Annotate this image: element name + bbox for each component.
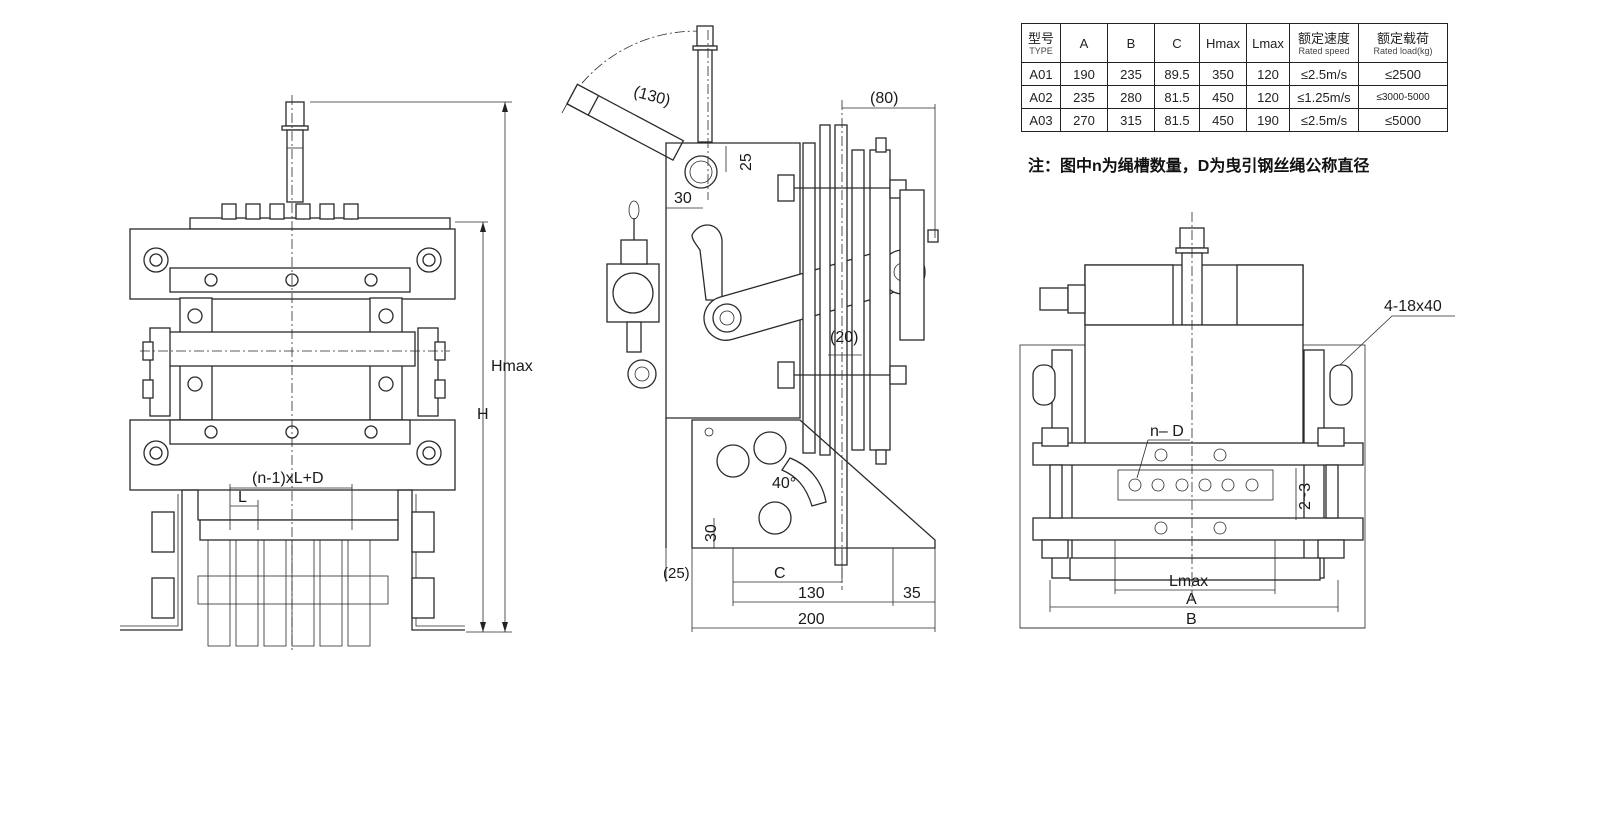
header-b: B (1107, 23, 1155, 63)
table-cell: 120 (1246, 85, 1290, 109)
table-cell: A03 (1021, 108, 1061, 132)
table-cell: 190 (1060, 62, 1108, 86)
dim-25-paren: (25) (663, 565, 690, 582)
table-cell: 350 (1199, 62, 1247, 86)
l-label: L (238, 489, 247, 506)
table-cell: 81.5 (1154, 85, 1200, 109)
table-cell: ≤2.5m/s (1289, 108, 1359, 132)
table-cell: 270 (1060, 108, 1108, 132)
dim-30-low: 30 (703, 524, 720, 542)
dim-30-top: 30 (674, 190, 692, 207)
table-cell: 235 (1107, 62, 1155, 86)
dim-130: 130 (798, 585, 825, 602)
holes-label: 4-18x40 (1384, 298, 1442, 315)
gap-label: 2~3 (1297, 483, 1314, 510)
table-row: A02 235 280 81.5 450 120 ≤1.25m/s ≤3000-… (1021, 85, 1448, 109)
table-cell: 450 (1199, 108, 1247, 132)
hmax-label: Hmax (491, 358, 533, 375)
front-view: Hmax H (n-1)xL+D L (120, 95, 533, 650)
header-c: C (1154, 23, 1200, 63)
header-lmax: Lmax (1246, 23, 1290, 63)
n-d-label: n– D (1150, 423, 1184, 440)
table-cell: ≤3000-5000 (1358, 85, 1448, 109)
table-cell: 280 (1107, 85, 1155, 109)
plan-view: 4-18x40 n– D 2~3 Lmax A B (1019, 212, 1455, 629)
table-cell: ≤5000 (1358, 108, 1448, 132)
dim-200: 200 (798, 611, 825, 628)
dim-130-paren: (130) (632, 84, 672, 110)
header-a: A (1060, 23, 1108, 63)
dim-25: 25 (738, 153, 755, 171)
lmax-label: Lmax (1169, 573, 1208, 590)
note-text: 注：图中n为绳槽数量，D为曳引钢丝绳公称直径 (1028, 158, 1370, 175)
pitch-formula-label: (n-1)xL+D (252, 470, 324, 487)
table-cell: 315 (1107, 108, 1155, 132)
table-cell: 81.5 (1154, 108, 1200, 132)
side-view: (80) (130) 25 30 (20) 40° 30 (25) C 130 … (561, 25, 939, 632)
dim-80: (80) (870, 90, 898, 107)
table-cell: 120 (1246, 62, 1290, 86)
table-cell: A01 (1021, 62, 1061, 86)
table-cell: ≤2500 (1358, 62, 1448, 86)
table-cell: 450 (1199, 85, 1247, 109)
table-row: A01 190 235 89.5 350 120 ≤2.5m/s ≤2500 (1021, 62, 1448, 86)
table-row: A03 270 315 81.5 450 190 ≤2.5m/s ≤5000 (1021, 108, 1448, 132)
dim-c: C (774, 565, 786, 582)
b-label: B (1186, 611, 1197, 628)
h-label: H (477, 406, 489, 423)
table-cell: 190 (1246, 108, 1290, 132)
table-cell: ≤1.25m/s (1289, 85, 1359, 109)
table-cell: 89.5 (1154, 62, 1200, 86)
table-cell: ≤2.5m/s (1289, 62, 1359, 86)
a-label: A (1186, 591, 1197, 608)
header-hmax: Hmax (1199, 23, 1247, 63)
dim-20: (20) (830, 329, 858, 346)
table-cell: A02 (1021, 85, 1061, 109)
angle-40: 40° (772, 475, 796, 492)
dim-35: 35 (903, 585, 921, 602)
table-cell: 235 (1060, 85, 1108, 109)
